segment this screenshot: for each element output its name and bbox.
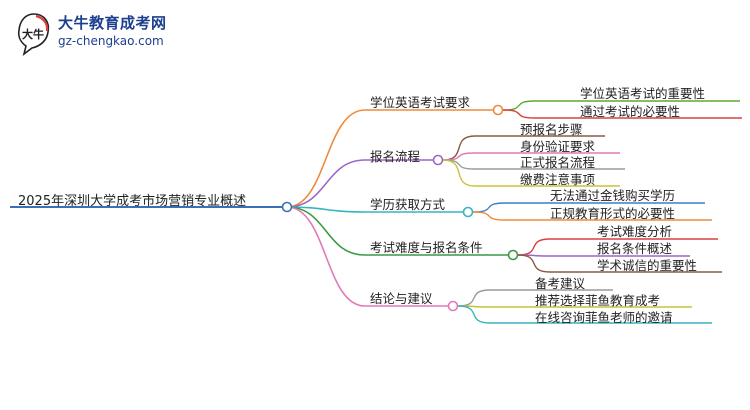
branch-label-1[interactable]: 学位英语考试要求: [370, 95, 471, 110]
branch-label-5[interactable]: 结论与建议: [370, 291, 433, 306]
branch-label-3[interactable]: 学历获取方式: [370, 197, 446, 212]
leaf-label-4-1[interactable]: 考试难度分析: [597, 224, 673, 239]
connector-root-branch-4: [286, 206, 366, 256]
leaf-label-5-2[interactable]: 推荐选择菲鱼教育成考: [535, 293, 661, 308]
connector-root-branch-1: [286, 109, 366, 208]
branch-node-dot-3[interactable]: [462, 206, 474, 218]
branch-node-dot-4[interactable]: [507, 249, 519, 261]
branch-label-4[interactable]: 考试难度与报名条件: [370, 240, 483, 255]
leaf-label-1-1[interactable]: 学位英语考试的重要性: [580, 86, 706, 101]
leaf-label-5-1[interactable]: 备考建议: [535, 276, 586, 291]
logo-title: 大牛教育成考网: [58, 14, 167, 32]
connector-root-branch-3: [286, 206, 366, 213]
connector-leaf-5-3: [457, 305, 712, 324]
connector-leaf-1-2: [502, 109, 742, 119]
connector-leaf-3-2: [472, 211, 712, 221]
connector-root-branch-5: [286, 206, 366, 307]
root-node-label[interactable]: 2025年深圳大学成考市场营销专业概述: [18, 194, 247, 209]
leaf-label-3-2[interactable]: 正规教育形式的必要性: [550, 206, 676, 221]
connector-leaf-2-4: [442, 159, 620, 187]
leaf-label-2-4[interactable]: 缴费注意事项: [520, 172, 596, 187]
leaf-label-1-2[interactable]: 通过考试的必要性: [580, 104, 681, 119]
leaf-label-4-2[interactable]: 报名条件概述: [597, 241, 673, 256]
root-node-dot[interactable]: [281, 201, 293, 213]
leaf-label-3-1[interactable]: 无法通过金钱购买学历: [550, 188, 676, 203]
connector-leaf-4-3: [517, 254, 722, 273]
leaf-label-2-1[interactable]: 预报名步骤: [520, 122, 583, 137]
logo-mark-icon: 大牛: [17, 13, 50, 56]
leaf-label-2-3[interactable]: 正式报名流程: [520, 155, 596, 170]
branch-node-dot-5[interactable]: [447, 300, 459, 312]
connector-root-branch-2: [286, 159, 366, 208]
leaf-label-5-3[interactable]: 在线咨询菲鱼老师的邀请: [535, 310, 673, 325]
site-logo[interactable]: 大牛 大牛教育成考网 gz-chengkao.com: [14, 10, 214, 56]
logo-mark-text: 大牛: [22, 27, 44, 41]
branch-label-2[interactable]: 报名流程: [370, 149, 421, 164]
branch-node-dot-2[interactable]: [432, 154, 444, 166]
branch-node-dot-1[interactable]: [492, 104, 504, 116]
leaf-label-2-2[interactable]: 身份验证要求: [520, 139, 596, 154]
leaf-label-4-3[interactable]: 学术诚信的重要性: [597, 258, 698, 273]
logo-url: gz-chengkao.com: [58, 34, 164, 48]
